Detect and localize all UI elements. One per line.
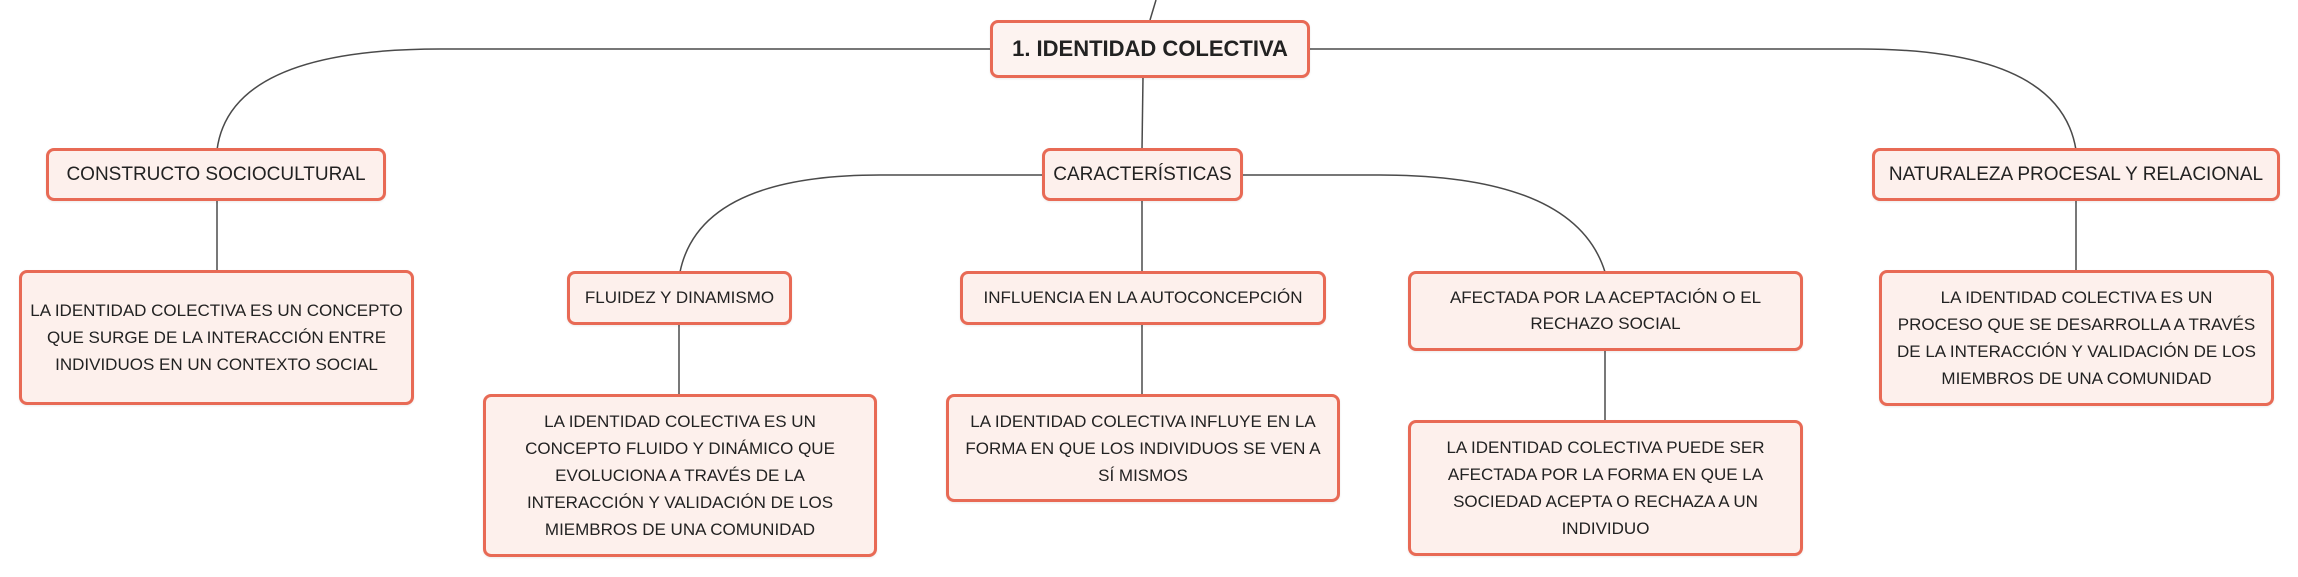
fluidity-label: FLUIDEZ Y DINAMISMO: [584, 288, 775, 307]
connector-root-nature: [1309, 48, 2077, 151]
connector-root-parent: [1149, 0, 1157, 21]
construct-description-text: LA IDENTIDAD COLECTIVA ES UN CONCEPTO QU…: [30, 301, 403, 374]
root-topic-label: 1. IDENTIDAD COLECTIVA: [1012, 36, 1288, 61]
connector-characteristics-acceptance: [1242, 174, 1606, 273]
connector-root-construct: [216, 48, 990, 151]
construct-description-node[interactable]: LA IDENTIDAD COLECTIVA ES UN CONCEPTO QU…: [19, 270, 414, 405]
nature-label: NATURALEZA PROCESAL Y RELACIONAL: [1888, 163, 2264, 185]
nature-description-node[interactable]: LA IDENTIDAD COLECTIVA ES UN PROCESO QUE…: [1879, 270, 2274, 406]
characteristics-node[interactable]: CARACTERÍSTICAS: [1042, 148, 1243, 201]
acceptance-description-text: LA IDENTIDAD COLECTIVA PUEDE SER AFECTAD…: [1446, 438, 1765, 538]
fluidity-description-text: LA IDENTIDAD COLECTIVA ES UN CONCEPTO FL…: [525, 412, 835, 539]
root-topic-node[interactable]: 1. IDENTIDAD COLECTIVA: [990, 20, 1310, 78]
construct-label: CONSTRUCTO SOCIOCULTURAL: [66, 163, 366, 185]
influence-description-node[interactable]: LA IDENTIDAD COLECTIVA INFLUYE EN LA FOR…: [946, 394, 1340, 502]
influence-description-text: LA IDENTIDAD COLECTIVA INFLUYE EN LA FOR…: [965, 411, 1321, 485]
nature-node[interactable]: NATURALEZA PROCESAL Y RELACIONAL: [1872, 148, 2280, 201]
fluidity-node[interactable]: FLUIDEZ Y DINAMISMO: [567, 271, 792, 325]
acceptance-description-node[interactable]: LA IDENTIDAD COLECTIVA PUEDE SER AFECTAD…: [1408, 420, 1803, 556]
influence-label: INFLUENCIA EN LA AUTOCONCEPCIÓN: [983, 288, 1303, 307]
influence-node[interactable]: INFLUENCIA EN LA AUTOCONCEPCIÓN: [960, 271, 1326, 325]
acceptance-node[interactable]: AFECTADA POR LA ACEPTACIÓN O EL RECHAZO …: [1408, 271, 1803, 351]
characteristics-label: CARACTERÍSTICAS: [1053, 163, 1232, 185]
connector-characteristics-fluidity: [679, 174, 1043, 273]
acceptance-label: AFECTADA POR LA ACEPTACIÓN O EL RECHAZO …: [1449, 288, 1762, 333]
nature-description-text: LA IDENTIDAD COLECTIVA ES UN PROCESO QUE…: [1897, 288, 2256, 388]
fluidity-description-node[interactable]: LA IDENTIDAD COLECTIVA ES UN CONCEPTO FL…: [483, 394, 877, 557]
construct-node[interactable]: CONSTRUCTO SOCIOCULTURAL: [46, 148, 386, 201]
connector-root-characteristics: [1141, 76, 1144, 151]
